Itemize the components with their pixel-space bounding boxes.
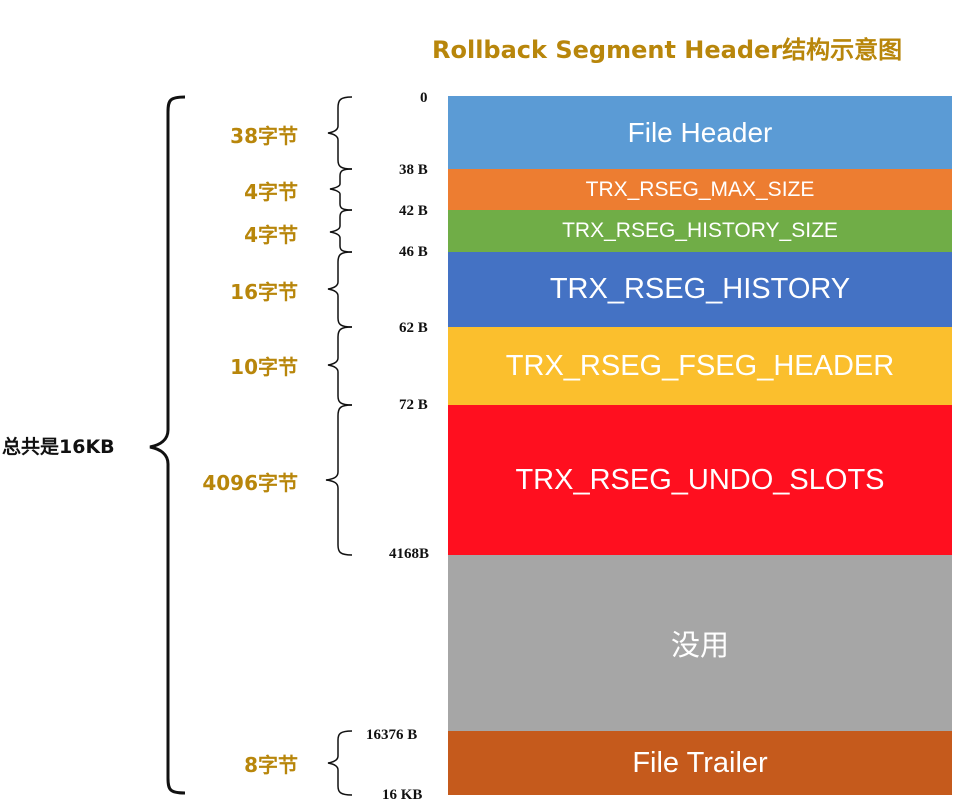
offset-label: 46 B [399,244,428,260]
brace-undo-slots [325,404,353,556]
block-label: File Header [627,116,773,148]
offset-label: 0 [420,90,428,106]
brace-max-size [329,168,353,211]
brace-file-header [327,96,353,170]
brace-fseg-header [327,326,353,406]
offset-label: 16376 B [366,727,418,743]
block-file-header: File Header [448,96,952,169]
size-label: 4字节 [244,223,298,247]
brace-history-size [329,209,353,253]
offset-label: 62 B [399,320,428,336]
block-label: TRX_RSEG_FSEG_HEADER [505,349,895,382]
block-unused: 没用 [448,555,952,731]
offset-label: 4168B [389,546,430,562]
block-label: TRX_RSEG_HISTORY_SIZE [562,219,838,242]
size-label: 16字节 [230,280,298,304]
block-trx-rseg-max-size: TRX_RSEG_MAX_SIZE [448,169,952,210]
block-label: 没用 [670,630,729,662]
offset-label: 72 B [399,397,428,413]
diagram-title: Rollback Segment Header结构示意图 [432,36,903,64]
offset-label: 16 KB [382,787,423,803]
block-trx-rseg-undo-slots: TRX_RSEG_UNDO_SLOTS [448,405,952,555]
size-label: 4096字节 [202,471,298,495]
brace-history [327,251,353,328]
block-label: TRX_RSEG_MAX_SIZE [585,177,815,201]
block-file-trailer: File Trailer [448,731,952,795]
brace-file-trailer [327,730,353,796]
offset-label: 42 B [399,203,428,219]
block-trx-rseg-fseg-header: TRX_RSEG_FSEG_HEADER [448,327,952,405]
block-label: TRX_RSEG_HISTORY [549,273,851,305]
size-label: 8字节 [244,753,298,777]
total-brace [149,95,186,795]
size-label: 10字节 [230,355,298,379]
block-trx-rseg-history-size: TRX_RSEG_HISTORY_SIZE [448,210,952,252]
total-size-label: 总共是16KB [2,436,115,458]
size-label: 4字节 [244,180,298,204]
block-label: TRX_RSEG_UNDO_SLOTS [515,463,885,496]
block-label: File Trailer [632,746,768,779]
block-trx-rseg-history: TRX_RSEG_HISTORY [448,252,952,327]
size-label: 38字节 [230,124,298,148]
offset-label: 38 B [399,162,428,178]
